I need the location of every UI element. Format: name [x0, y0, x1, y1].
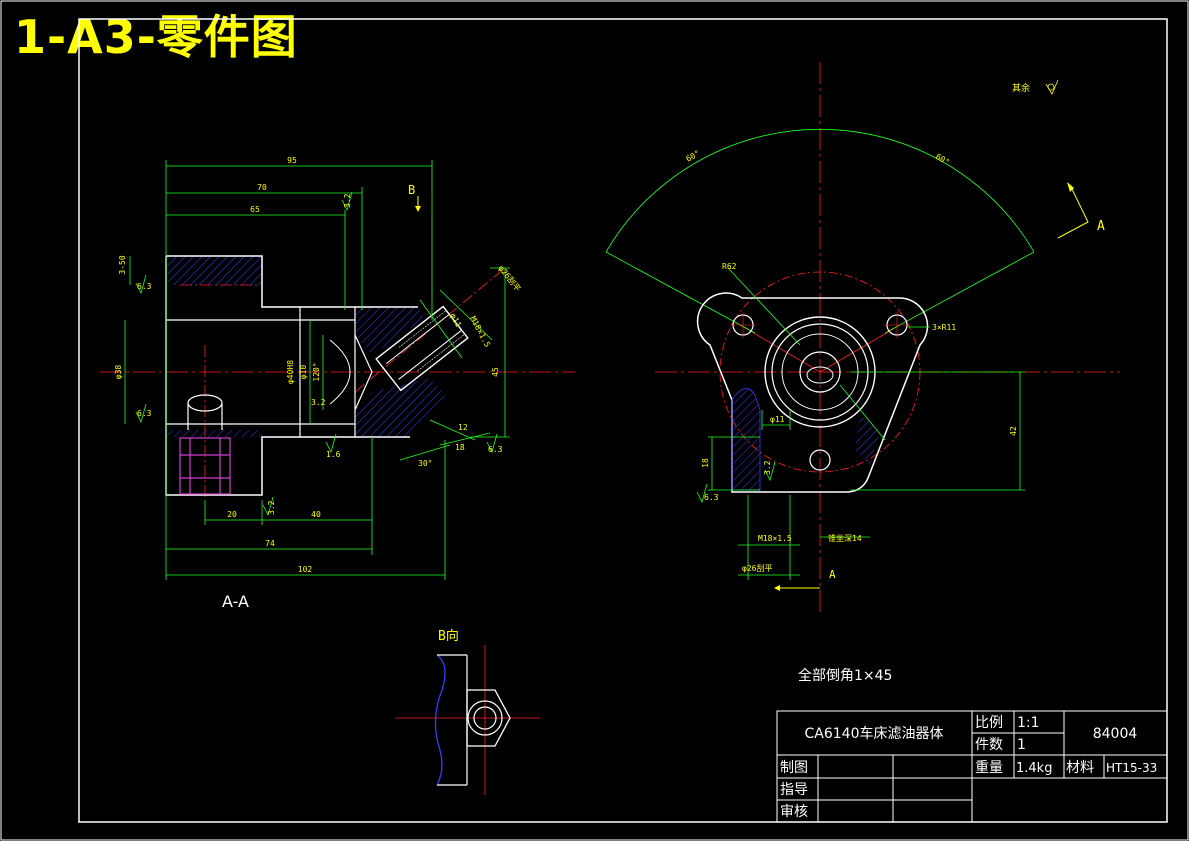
view-arrow-b: B — [408, 183, 415, 197]
hatch-region — [731, 388, 761, 491]
dim-phi10: φ10 — [299, 365, 308, 380]
page-heading: 1-A3-零件图 — [14, 10, 298, 64]
dim-20: 20 — [227, 510, 237, 519]
ra-top: 3.2 — [343, 193, 352, 208]
dim-45: 45 — [491, 367, 500, 377]
ra-right: 6.3 — [488, 445, 503, 454]
drawing-number: 84004 — [1093, 726, 1138, 742]
dim-m18-front: M18×1.5 — [758, 534, 792, 543]
dim-12: 12 — [458, 423, 468, 432]
dim-3xr11: 3×R11 — [932, 323, 956, 332]
inner-frame — [78, 18, 1168, 823]
top-plug — [187, 394, 223, 430]
ra-front-2: 3.2 — [763, 460, 772, 475]
view-b-label: B向 — [438, 628, 459, 644]
dim-95: 95 — [287, 156, 297, 165]
weight-label: 重量 — [975, 760, 1003, 776]
angled-boss — [375, 305, 469, 392]
cavity-arc — [329, 339, 351, 405]
dim-phi11: φ11 — [448, 312, 463, 329]
dim-phi40: φ40H8 — [286, 360, 295, 384]
view-arrow-a-bottom: A — [829, 568, 836, 581]
bottom-screw — [179, 437, 231, 495]
qty-label: 件数 — [975, 737, 1003, 753]
dim-phi11-front: φ11 — [770, 415, 785, 424]
dim-60deg-right: 60° — [934, 152, 951, 167]
material-label: 材料 — [1066, 760, 1094, 776]
section-view-a-a: 95 70 65 74 102 20 40 45 12 18 30° 3-50 … — [100, 156, 575, 611]
hatch-region — [355, 378, 445, 437]
front-view: 60° 60° — [605, 62, 1120, 615]
ra-bottom: 1.6 — [326, 450, 341, 459]
view-arrow-a — [1057, 184, 1089, 239]
bolt-hole — [809, 449, 831, 471]
dim-phi38: φ38 — [114, 365, 123, 380]
part-name: CA6140车床滤油器体 — [805, 725, 944, 742]
break-line — [434, 654, 446, 786]
dim-phi26: φ26刮平 — [496, 263, 523, 293]
dim-3-50: 3-50 — [118, 255, 127, 274]
dim-40: 40 — [311, 510, 321, 519]
ra-bottom-2: 3.2 — [267, 500, 276, 515]
dim-30deg: 30° — [418, 459, 432, 468]
boss-shape — [466, 689, 511, 747]
qty-value: 1 — [1017, 737, 1026, 753]
angle-arc — [605, 128, 1035, 253]
dim-102: 102 — [298, 565, 313, 574]
dim-120deg: 120° — [312, 362, 321, 381]
center-line — [354, 267, 506, 393]
dim-70: 70 — [257, 183, 267, 192]
hatch-region — [855, 415, 880, 465]
dim-18-front: 18 — [701, 458, 710, 468]
scale-label: 比例 — [975, 715, 1003, 731]
rest-roughness: 其余 — [1012, 82, 1030, 94]
bore-inner — [806, 366, 834, 384]
dim-r62: R62 — [722, 262, 737, 271]
flange-outline — [696, 292, 929, 493]
chamfer-note: 全部倒角1×45 — [798, 667, 892, 684]
checked-label: 审核 — [780, 804, 808, 820]
drawn-label: 制图 — [780, 760, 808, 776]
dim-phi26-front: φ26刮平 — [742, 563, 772, 573]
view-arrow-a-label: A — [1097, 219, 1105, 234]
view-b: B向 — [395, 628, 540, 795]
material-value: HT15-33 — [1106, 761, 1157, 775]
hatch-region — [166, 256, 262, 285]
hatch-region — [355, 307, 425, 355]
dim-18: 18 — [455, 443, 465, 452]
bore — [799, 351, 841, 393]
part-outline — [354, 334, 373, 411]
dim-42: 42 — [1009, 426, 1018, 436]
weight-value: 1.4kg — [1016, 761, 1052, 776]
title-block — [776, 710, 1168, 823]
dim-65: 65 — [250, 205, 260, 214]
dim-depth14: 锥坐深14 — [828, 533, 862, 543]
scale-value: 1:1 — [1017, 715, 1040, 731]
part-outline — [166, 255, 418, 308]
ra-front-1: 6.3 — [704, 493, 719, 502]
ra-mid: 3.2 — [311, 398, 326, 407]
dim-60deg-left: 60° — [685, 149, 702, 164]
guided-label: 指导 — [780, 782, 808, 798]
ra-left-1: 6.3 — [137, 282, 152, 291]
dim-m18: M18×1.5 — [468, 315, 492, 349]
dim-74: 74 — [265, 539, 275, 548]
hatch-region — [166, 430, 262, 437]
section-label: A-A — [222, 592, 249, 611]
ra-left-2: 6.3 — [137, 409, 152, 418]
